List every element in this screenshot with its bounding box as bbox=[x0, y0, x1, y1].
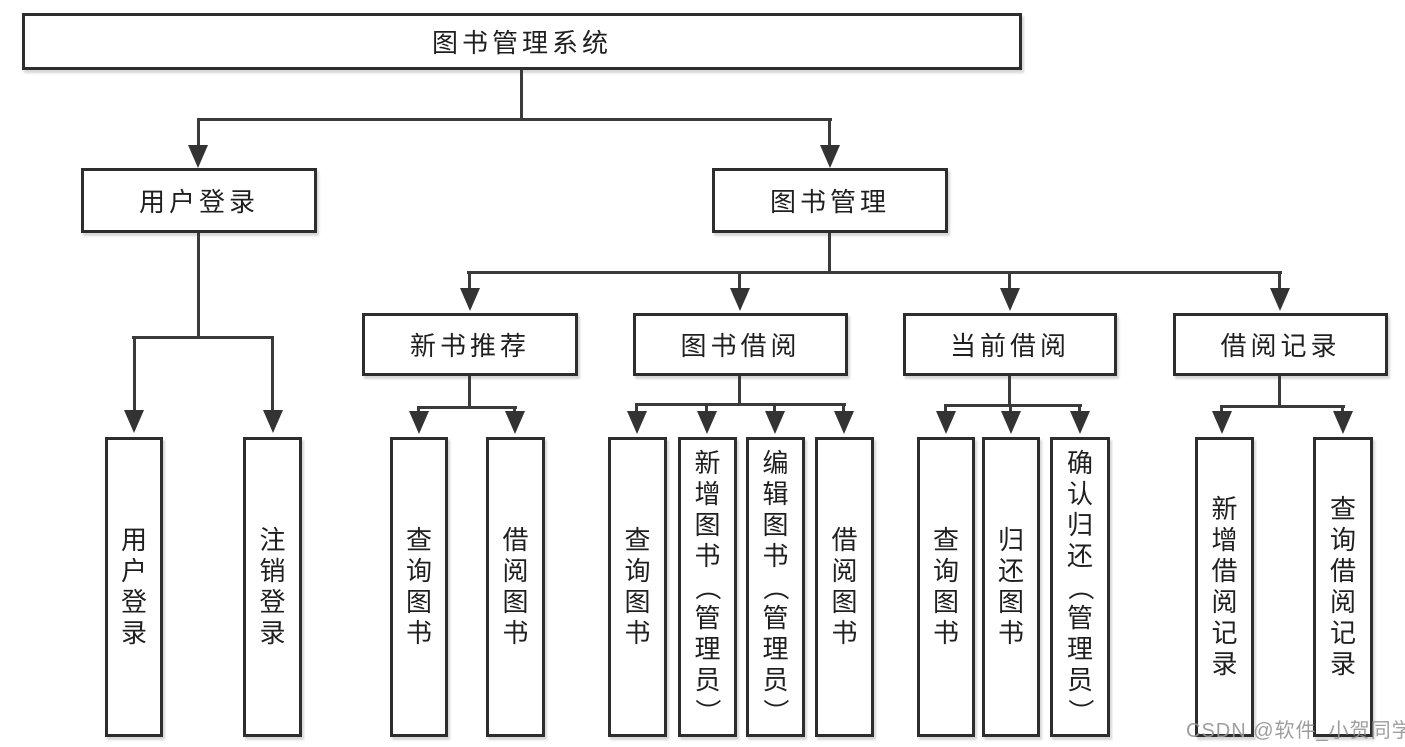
leaf-label: 用户登录 bbox=[120, 525, 147, 648]
connector-leaf-stub bbox=[133, 336, 136, 412]
node-book-borrowing: 图书借阅 bbox=[633, 313, 848, 376]
leaf-label: 新增借阅记录 bbox=[1211, 494, 1238, 679]
arrowhead-icon bbox=[936, 411, 956, 434]
arrowhead-icon bbox=[1070, 411, 1090, 434]
node-book-management-label: 图书管理 bbox=[769, 187, 890, 217]
leaf-label: 确认归还（管理员） bbox=[1065, 447, 1096, 725]
connector-stub bbox=[1008, 271, 1011, 288]
arrowhead-icon bbox=[124, 410, 144, 433]
node-user-login: 用户登录 bbox=[81, 168, 317, 233]
connector-stem bbox=[1278, 376, 1281, 405]
leaf-user-login: 用户登录 bbox=[105, 437, 163, 737]
leaf-confirm-return-admin: 确认归还（管理员） bbox=[1050, 437, 1110, 737]
leaf-label: 查询图书 bbox=[624, 525, 651, 648]
leaf-logout: 注销登录 bbox=[243, 437, 302, 737]
connector-stub bbox=[944, 404, 947, 413]
connector-stem bbox=[468, 376, 471, 406]
node-label: 借阅记录 bbox=[1220, 331, 1341, 361]
node-current-borrowing: 当前借阅 bbox=[903, 313, 1117, 376]
arrowhead-icon bbox=[627, 411, 647, 434]
arrowhead-icon bbox=[765, 411, 785, 434]
arrowhead-icon bbox=[263, 410, 283, 433]
leaf-return-books: 归还图书 bbox=[982, 437, 1040, 737]
node-label: 图书借阅 bbox=[680, 331, 801, 361]
connector-stub bbox=[468, 271, 471, 288]
connector-stub bbox=[738, 271, 741, 288]
connector-stub bbox=[1278, 271, 1281, 288]
arrowhead-icon bbox=[460, 288, 480, 311]
arrowhead-icon bbox=[697, 411, 717, 434]
node-user-login-label: 用户登录 bbox=[138, 187, 259, 217]
leaf-label: 编辑图书（管理员） bbox=[760, 447, 791, 725]
connector-leaf-stub bbox=[271, 336, 274, 412]
connector-rail bbox=[1220, 405, 1345, 408]
leaf-label: 注销登录 bbox=[259, 525, 286, 648]
leaf-label: 查询图书 bbox=[405, 525, 432, 648]
arrowhead-icon bbox=[1270, 288, 1290, 311]
connector-rail bbox=[635, 403, 846, 406]
connector-stub bbox=[842, 403, 845, 413]
node-book-management: 图书管理 bbox=[712, 168, 948, 233]
node-new-book-recommendation: 新书推荐 bbox=[362, 313, 578, 376]
connector-user-login-stem bbox=[197, 233, 200, 336]
connector-book-mgmt-stub bbox=[828, 118, 831, 145]
leaf-borrow-books: 借阅图书 bbox=[815, 437, 874, 737]
arrowhead-icon bbox=[834, 411, 854, 434]
leaf-query-books-borrow: 查询图书 bbox=[608, 437, 667, 737]
arrowhead-icon bbox=[1000, 288, 1020, 311]
connector-rail bbox=[944, 404, 1082, 407]
connector-user-login-stub bbox=[197, 118, 200, 145]
leaf-query-books-current: 查询图书 bbox=[917, 437, 975, 737]
connector-stub bbox=[773, 403, 776, 413]
csdn-watermark: CSDN @软件_小贺同学 bbox=[1186, 720, 1405, 742]
leaf-query-borrow-record: 查询借阅记录 bbox=[1313, 437, 1373, 737]
leaf-query-books-recommend: 查询图书 bbox=[390, 437, 448, 737]
arrowhead-user-login-icon bbox=[188, 145, 208, 168]
connector-book-mgmt-stem bbox=[828, 233, 831, 271]
node-library-management-system: 图书管理系统 bbox=[22, 13, 1022, 70]
node-root-label: 图书管理系统 bbox=[431, 28, 612, 58]
connector-stem bbox=[1008, 376, 1011, 404]
connector-root-stem bbox=[520, 70, 523, 118]
connector-stub bbox=[1341, 405, 1344, 413]
leaf-label: 查询借阅记录 bbox=[1329, 494, 1356, 679]
arrowhead-icon bbox=[730, 288, 750, 311]
leaf-edit-books-admin: 编辑图书（管理员） bbox=[746, 437, 805, 737]
connector-level3-rail bbox=[467, 271, 1282, 274]
arrowhead-icon bbox=[409, 411, 429, 434]
leaf-label: 新增图书（管理员） bbox=[692, 447, 723, 725]
connector-stub bbox=[635, 403, 638, 413]
connector-stub bbox=[1078, 404, 1081, 413]
leaf-label: 借阅图书 bbox=[502, 525, 529, 648]
arrowhead-icon bbox=[505, 411, 525, 434]
node-borrowing-records: 借阅记录 bbox=[1173, 313, 1388, 376]
leaf-borrow-books-recommend: 借阅图书 bbox=[486, 437, 545, 737]
arrowhead-book-mgmt-icon bbox=[820, 145, 840, 168]
node-label: 当前借阅 bbox=[949, 331, 1070, 361]
connector-level2-rail bbox=[197, 118, 832, 121]
connector-rail bbox=[417, 406, 517, 409]
connector-stub bbox=[417, 406, 420, 413]
connector-stub bbox=[1220, 405, 1223, 413]
leaf-label: 归还图书 bbox=[997, 525, 1024, 648]
arrowhead-icon bbox=[1212, 411, 1232, 434]
leaf-label: 查询图书 bbox=[932, 525, 959, 648]
leaf-label: 借阅图书 bbox=[831, 525, 858, 648]
node-label: 新书推荐 bbox=[409, 331, 530, 361]
arrowhead-icon bbox=[1333, 411, 1353, 434]
connector-stub bbox=[1009, 404, 1012, 413]
connector-stub bbox=[513, 406, 516, 413]
connector-stub bbox=[705, 403, 708, 413]
leaf-add-borrow-record: 新增借阅记录 bbox=[1195, 437, 1254, 737]
connector-user-login-rail bbox=[132, 336, 274, 339]
arrowhead-icon bbox=[1001, 411, 1021, 434]
connector-stem bbox=[738, 376, 741, 403]
leaf-add-books-admin: 新增图书（管理员） bbox=[678, 437, 737, 737]
